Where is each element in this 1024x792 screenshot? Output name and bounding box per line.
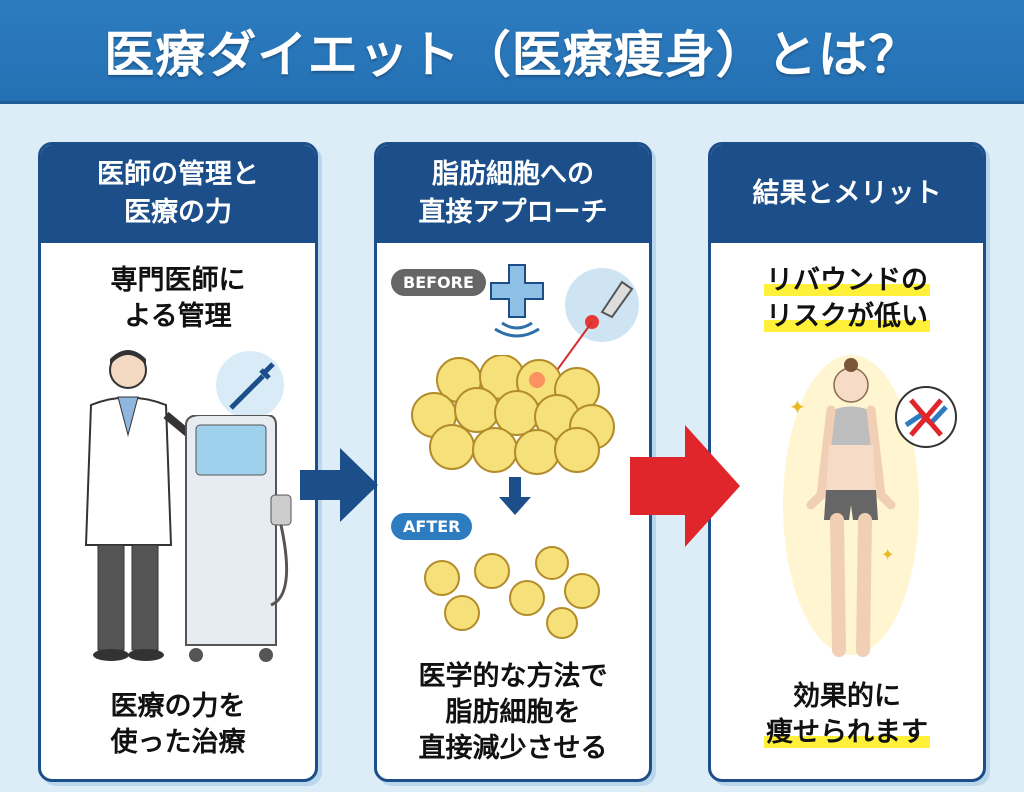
sparkle-icon: ✦ xyxy=(789,395,806,419)
text-line: 専門医師に xyxy=(110,265,246,296)
top-text: 専門医師による管理 xyxy=(41,263,315,335)
text-line: 痩せられます xyxy=(764,717,930,748)
bottom-text: 医療の力を使った治療 xyxy=(41,689,315,761)
bottom-text: 医学的な方法で脂肪細胞を直接減少させる xyxy=(377,659,649,767)
bottom-text: 効果的に痩せられます xyxy=(711,679,983,751)
fat-cells-icon xyxy=(411,355,615,475)
page-header: 医療ダイエット（医療痩身）とは？ xyxy=(0,0,1024,104)
text-line: 使った治療 xyxy=(110,727,246,758)
heading-line: 脂肪細胞への xyxy=(432,159,594,190)
panel-results-benefits: 結果とメリット リバウンドのリスクが低い ✦ ✦ 効果的に痩せられます xyxy=(708,142,986,782)
red-arrow-icon xyxy=(630,425,740,547)
heading-line: 結果とメリット xyxy=(752,178,942,209)
down-arrow-icon xyxy=(499,477,531,515)
no-rebound-icon xyxy=(895,386,957,448)
heading-line: 直接アプローチ xyxy=(418,197,608,228)
before-badge: BEFORE xyxy=(391,269,486,296)
text-line: 直接減少させる xyxy=(418,733,608,764)
top-text: リバウンドのリスクが低い xyxy=(711,263,983,335)
text-line: よる管理 xyxy=(124,301,232,332)
panel-heading: 脂肪細胞への直接アプローチ xyxy=(377,145,649,243)
panel-doctor-management: 医師の管理と医療の力 専門医師による管理 医療の力を使った治療 xyxy=(38,142,318,782)
heading-line: 医療の力 xyxy=(124,197,232,228)
medical-machine-icon xyxy=(185,415,292,662)
after-badge: AFTER xyxy=(391,513,473,540)
text-line: 医学的な方法で xyxy=(418,661,608,692)
medical-cross-icon xyxy=(490,264,544,338)
blue-arrow-icon xyxy=(300,448,378,522)
text-line: リバウンドの xyxy=(764,265,930,296)
panel-heading: 結果とメリット xyxy=(711,145,983,243)
page-title: 医療ダイエット（医療痩身）とは？ xyxy=(104,25,920,84)
text-line: 効果的に xyxy=(793,681,901,712)
text-line: リスクが低い xyxy=(764,301,930,332)
reduced-fat-cells-icon xyxy=(424,546,600,639)
syringe-icon xyxy=(216,351,284,419)
panel-heading: 医師の管理と医療の力 xyxy=(41,145,315,243)
doctor-icon xyxy=(84,350,206,661)
text-line: 脂肪細胞を xyxy=(445,697,581,728)
laser-icon xyxy=(546,268,639,385)
text-line: 医療の力を xyxy=(110,691,246,722)
panel-fat-cell-approach: 脂肪細胞への直接アプローチ BEFORE AFTER 医学的な方法で脂肪細胞を直… xyxy=(374,142,652,782)
slim-woman-icon xyxy=(783,355,919,657)
heading-line: 医師の管理と xyxy=(97,159,259,190)
sparkle-icon: ✦ xyxy=(881,545,895,564)
